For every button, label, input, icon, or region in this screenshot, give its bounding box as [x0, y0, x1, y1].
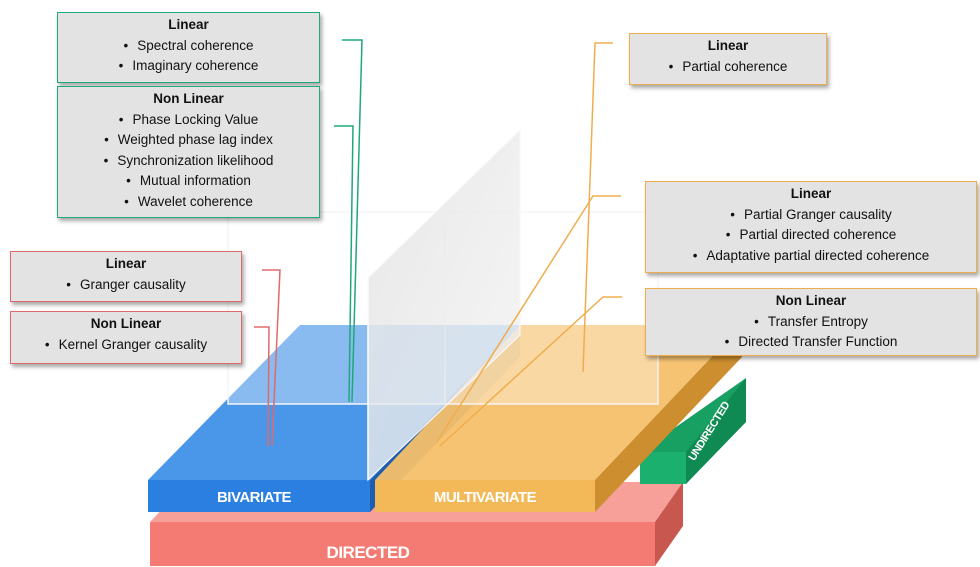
connector-orange — [436, 42, 622, 447]
box-heading: Non Linear — [153, 91, 224, 106]
list-item: Weighted phase lag index — [58, 130, 319, 151]
list-item: Adaptative partial directed coherence — [646, 246, 976, 267]
connector-teal — [334, 39, 363, 403]
directed-label: DIRECTED — [327, 543, 410, 562]
list-item: Granger causality — [11, 275, 241, 296]
bivariate-label: BIVARIATE — [217, 489, 292, 506]
method-list: Partial coherence — [630, 57, 826, 78]
list-item: Wavelet coherence — [58, 192, 319, 213]
method-list: Transfer Entropy Directed Transfer Funct… — [646, 312, 976, 353]
connector-pink — [254, 269, 281, 447]
list-item: Synchronization likelihood — [58, 151, 319, 172]
box-heading: Linear — [790, 186, 832, 201]
box-bivariate-directed-linear: Linear Granger causality — [10, 251, 242, 302]
box-heading: Linear — [105, 256, 147, 271]
box-multivariate-undirected-linear: Linear Partial coherence — [629, 33, 827, 85]
box-heading: Non Linear — [775, 293, 847, 308]
box-heading: Non Linear — [90, 316, 162, 331]
list-item: Directed Transfer Function — [646, 332, 976, 353]
box-heading: Linear — [168, 17, 209, 32]
list-item: Transfer Entropy — [646, 312, 976, 333]
list-item: Partial directed coherence — [646, 225, 976, 246]
box-bivariate-undirected-nonlinear: Non Linear Phase Locking Value Weighted … — [57, 86, 320, 218]
multivariate-label: MULTIVARIATE — [434, 489, 537, 506]
method-list: Partial Granger causality Partial direct… — [646, 205, 976, 267]
box-multivariate-directed-nonlinear: Non Linear Transfer Entropy Directed Tra… — [645, 288, 977, 356]
method-list: Spectral coherence Imaginary coherence — [58, 36, 319, 77]
method-list: Granger causality — [11, 275, 241, 296]
method-list: Kernel Granger causality — [11, 335, 241, 356]
vertical-plane — [367, 128, 521, 482]
list-item: Phase Locking Value — [58, 110, 319, 131]
box-bivariate-undirected-linear: Linear Spectral coherence Imaginary cohe… — [57, 12, 320, 83]
list-item: Partial coherence — [630, 57, 826, 78]
box-multivariate-directed-linear: Linear Partial Granger causality Partial… — [645, 181, 977, 273]
method-list: Phase Locking Value Weighted phase lag i… — [58, 110, 319, 213]
box-heading: Linear — [707, 38, 749, 53]
list-item: Kernel Granger causality — [11, 335, 241, 356]
list-item: Spectral coherence — [58, 36, 319, 57]
list-item: Imaginary coherence — [58, 56, 319, 77]
list-item: Mutual information — [58, 171, 319, 192]
list-item: Partial Granger causality — [646, 205, 976, 226]
multivariate-slab: MULTIVARIATE — [375, 325, 742, 512]
box-bivariate-directed-nonlinear: Non Linear Kernel Granger causality — [10, 311, 242, 364]
